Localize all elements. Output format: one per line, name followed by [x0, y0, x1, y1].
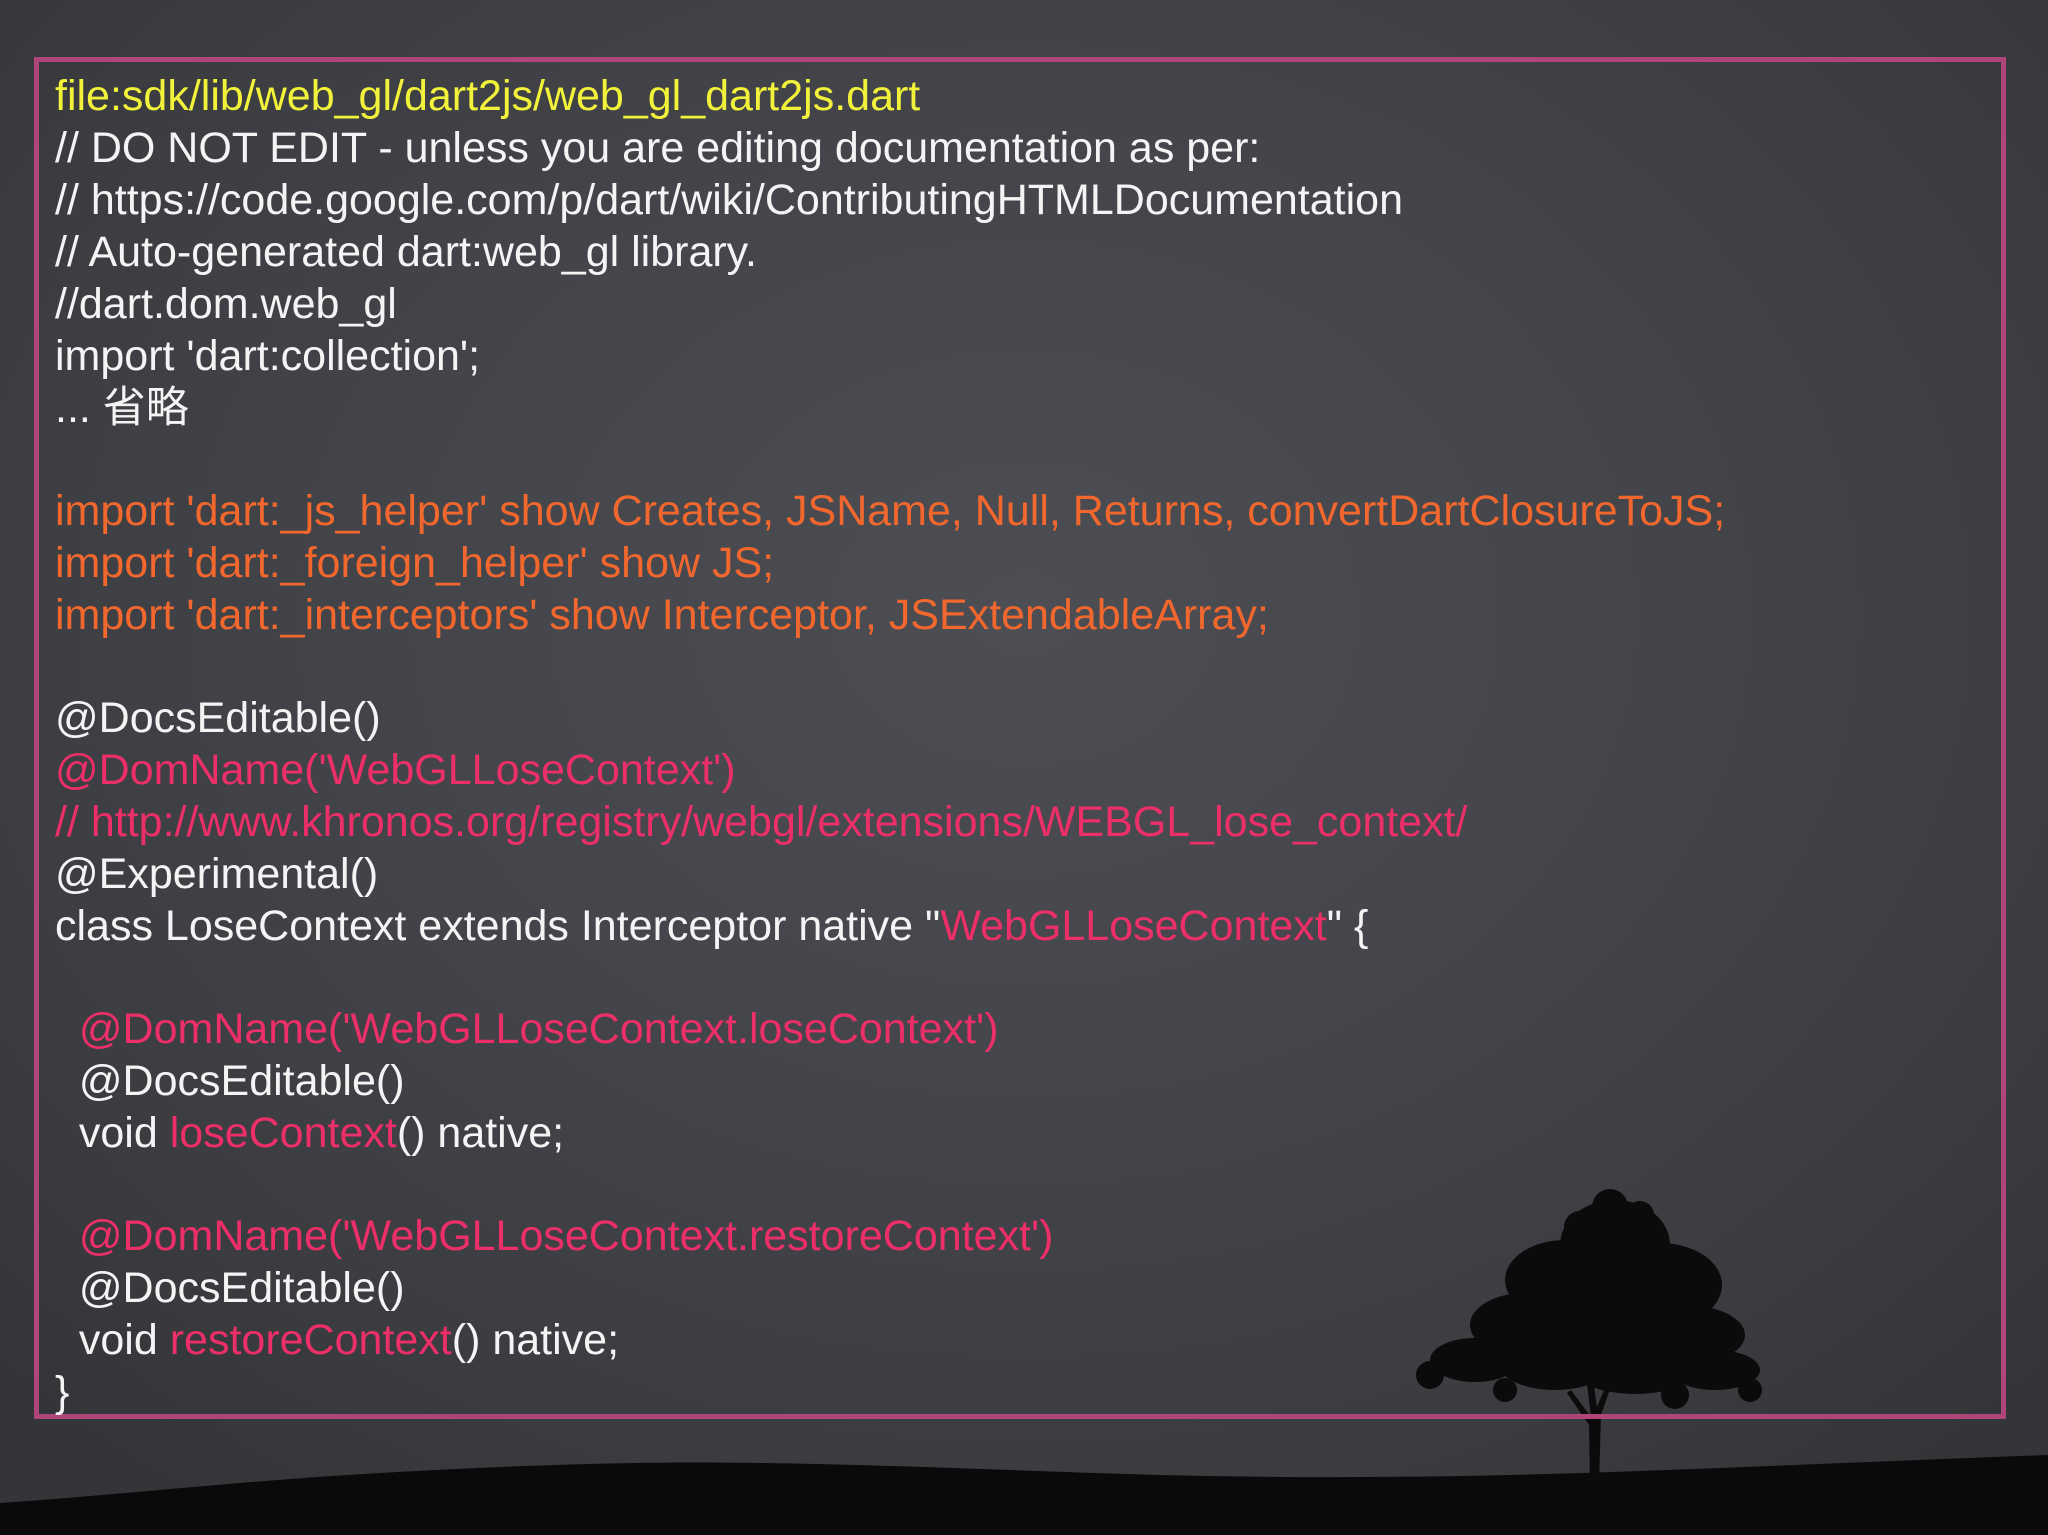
- code-segment: @DomName('WebGLLoseContext.restoreContex…: [55, 1212, 1054, 1260]
- code-segment: //dart.dom.web_gl: [55, 280, 397, 328]
- code-line: // DO NOT EDIT - unless you are editing …: [55, 122, 1995, 174]
- code-listing: file:sdk/lib/web_gl/dart2js/web_gl_dart2…: [55, 70, 1995, 1418]
- code-segment: void: [55, 1109, 170, 1157]
- code-segment: import 'dart:_js_helper' show Creates, J…: [55, 487, 1726, 535]
- code-line: // https://code.google.com/p/dart/wiki/C…: [55, 174, 1995, 226]
- code-segment: // Auto-generated dart:web_gl library.: [55, 228, 757, 276]
- blank-line: [55, 434, 1995, 485]
- code-segment: import 'dart:_interceptors' show Interce…: [55, 591, 1269, 639]
- code-segment: @DomName('WebGLLoseContext.loseContext'): [55, 1005, 999, 1053]
- code-segment: void: [55, 1316, 170, 1364]
- code-line: @DocsEditable(): [55, 1262, 1995, 1314]
- code-line: @DomName('WebGLLoseContext.loseContext'): [55, 1003, 1995, 1055]
- code-segment: @DocsEditable(): [55, 694, 381, 742]
- code-line: class LoseContext extends Interceptor na…: [55, 900, 1995, 952]
- code-segment: () native;: [451, 1316, 620, 1364]
- code-frame: [34, 57, 2006, 1419]
- code-segment: // DO NOT EDIT - unless you are editing …: [55, 124, 1261, 172]
- code-segment: loseContext: [169, 1109, 397, 1157]
- code-segment: restoreContext: [169, 1316, 452, 1364]
- code-segment: // http://www.khronos.org/registry/webgl…: [55, 798, 1468, 846]
- code-segment: WebGLLoseContext: [940, 902, 1327, 950]
- code-segment: @DocsEditable(): [55, 1264, 405, 1312]
- code-line: @Experimental(): [55, 848, 1995, 900]
- code-segment: // https://code.google.com/p/dart/wiki/C…: [55, 176, 1403, 224]
- code-line: // Auto-generated dart:web_gl library.: [55, 226, 1995, 278]
- code-line: void loseContext() native;: [55, 1107, 1995, 1159]
- code-segment: file:sdk/lib/web_gl/dart2js/web_gl_dart2…: [55, 72, 921, 120]
- code-segment: import 'dart:_foreign_helper' show JS;: [55, 539, 775, 587]
- blank-line: [55, 952, 1995, 1003]
- code-segment: }: [55, 1368, 70, 1416]
- code-line: import 'dart:_foreign_helper' show JS;: [55, 537, 1995, 589]
- code-segment: " {: [1326, 902, 1369, 950]
- code-line: file:sdk/lib/web_gl/dart2js/web_gl_dart2…: [55, 70, 1995, 122]
- code-segment: @DocsEditable(): [55, 1057, 405, 1105]
- code-line: ... 省略: [55, 382, 1995, 434]
- code-segment: () native;: [396, 1109, 565, 1157]
- blank-line: [55, 641, 1995, 692]
- code-line: //dart.dom.web_gl: [55, 278, 1995, 330]
- hill-silhouette: [0, 1455, 2048, 1535]
- code-line: // http://www.khronos.org/registry/webgl…: [55, 796, 1995, 848]
- code-line: }: [55, 1366, 1995, 1418]
- code-line: void restoreContext() native;: [55, 1314, 1995, 1366]
- code-segment: ... 省略: [55, 384, 189, 432]
- code-line: @DocsEditable(): [55, 1055, 1995, 1107]
- code-segment: import 'dart:collection';: [55, 332, 481, 380]
- code-line: @DomName('WebGLLoseContext.restoreContex…: [55, 1210, 1995, 1262]
- blank-line: [55, 1159, 1995, 1210]
- code-segment: @DomName('WebGLLoseContext'): [55, 746, 736, 794]
- code-segment: @Experimental(): [55, 850, 379, 898]
- tree-silhouette: [1416, 1189, 1762, 1485]
- code-line: import 'dart:collection';: [55, 330, 1995, 382]
- code-line: @DocsEditable(): [55, 692, 1995, 744]
- code-segment: class LoseContext extends Interceptor na…: [55, 902, 941, 950]
- code-line: @DomName('WebGLLoseContext'): [55, 744, 1995, 796]
- code-line: import 'dart:_interceptors' show Interce…: [55, 589, 1995, 641]
- code-line: import 'dart:_js_helper' show Creates, J…: [55, 485, 1995, 537]
